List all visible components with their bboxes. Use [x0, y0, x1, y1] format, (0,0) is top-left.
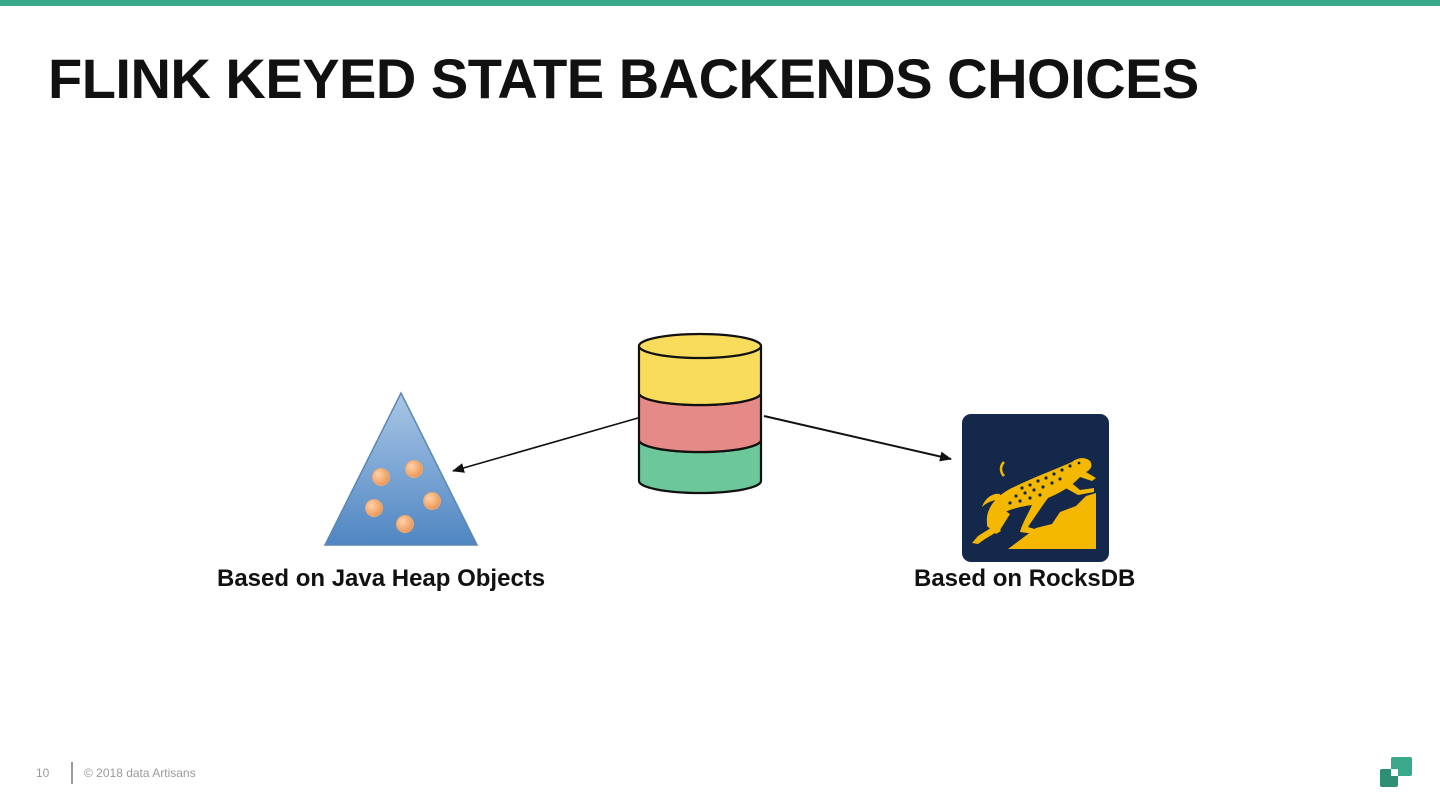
state-database-icon	[637, 332, 763, 495]
arrow-to-rocksdb	[763, 415, 952, 462]
heap-object-icon	[423, 492, 441, 510]
rocksdb-cheetah-logo	[962, 414, 1109, 562]
arrow-to-heap	[452, 417, 639, 473]
heap-backend-label: Based on Java Heap Objects	[217, 565, 546, 592]
slide-title: FLINK KEYED STATE BACKENDS CHOICES	[48, 47, 1199, 110]
heap-object-icon	[396, 515, 414, 533]
rocksdb-backend-label: Based on RocksDB	[914, 565, 1136, 592]
heap-object-icon	[365, 499, 383, 517]
heap-object-icon	[405, 460, 423, 478]
heap-object-icon	[372, 468, 390, 486]
data-artisans-logo	[1380, 757, 1412, 787]
top-accent-bar	[0, 0, 1440, 6]
footer-divider	[71, 762, 73, 784]
heap-triangle-icon	[323, 391, 479, 546]
copyright-text: © 2018 data Artisans	[84, 766, 196, 780]
page-number: 10	[36, 766, 50, 780]
